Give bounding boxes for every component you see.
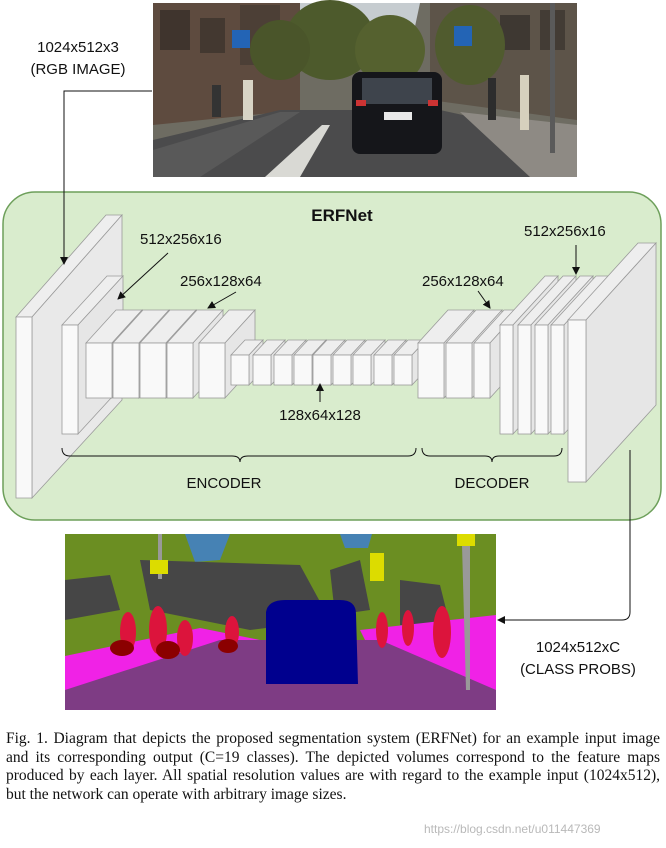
network-title: ERFNet [311,206,373,225]
label-arrows [117,245,580,402]
bottleneck-blocks [230,338,427,387]
output-arrow [497,450,631,624]
output-volume-block [567,241,657,484]
decoder-brace [421,447,563,463]
encoder-blocks [15,213,427,500]
input-rgb-image [153,0,577,177]
enc-label-256x128x64: 256x128x64 [180,273,262,290]
bottleneck-label: 128x64x128 [279,407,361,424]
decoder-blocks [417,241,657,484]
output-segmentation-map [65,534,496,710]
input-label-size: 1024x512x3 [37,39,119,56]
dec-label-512x256x16: 512x256x16 [524,223,606,240]
encoder-brace [61,447,417,463]
encoder-label: ENCODER [186,475,261,492]
output-label-size: 1024x512xC [536,639,620,656]
decoder-label: DECODER [454,475,529,492]
figure-caption: Fig. 1. Diagram that depicts the propose… [6,730,660,803]
enc-label-512x256x16: 512x256x16 [140,231,222,248]
input-arrow [60,90,152,265]
dec-label-256x128x64: 256x128x64 [422,273,504,290]
watermark: https://blog.csdn.net/u011447369 [424,822,601,836]
input-label-type: (RGB IMAGE) [30,61,125,78]
output-label-type: (CLASS PROBS) [520,661,636,678]
